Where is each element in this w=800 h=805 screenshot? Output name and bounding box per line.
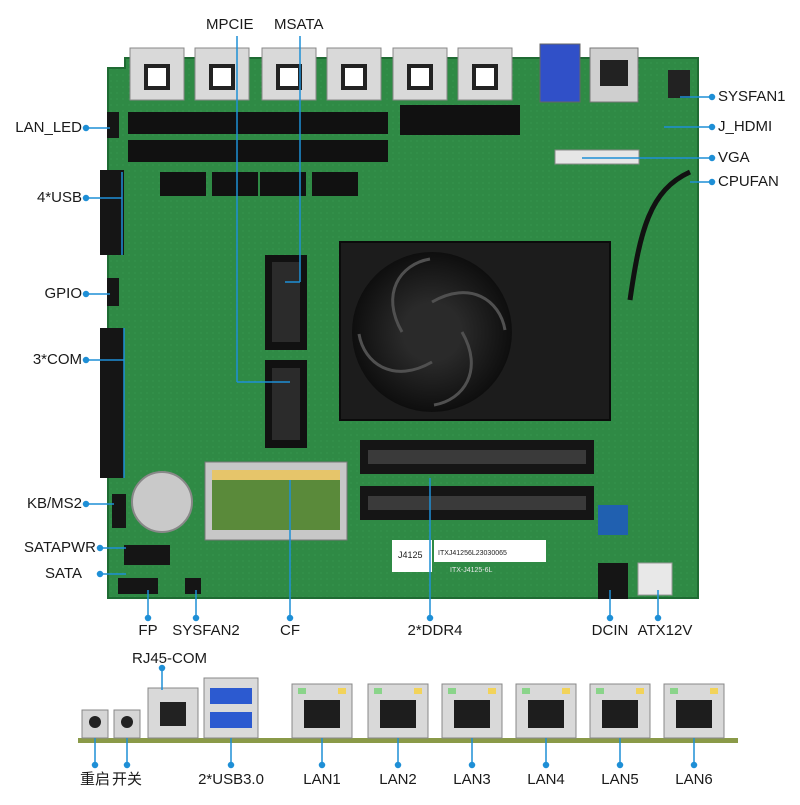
label-lan1: LAN1 — [303, 771, 341, 788]
rear-lan-jack-2 — [367, 683, 429, 739]
sticker-serial-text: ITXJ41256L23030065 — [438, 550, 507, 557]
ddr-slots — [360, 440, 594, 520]
rear-lan-jack-4 — [515, 683, 577, 739]
label-gpio: GPIO — [44, 285, 82, 302]
label-atx12v: ATX12V — [637, 622, 693, 639]
sticker-model-text: J4125 — [398, 550, 423, 560]
label-kbms2: KB/MS2 — [26, 495, 82, 512]
board-model-text: ITX-J4125-6L — [450, 567, 493, 574]
label-lan2: LAN2 — [379, 771, 417, 788]
label-satapwr: SATAPWR — [24, 539, 96, 556]
label-power: 开关 — [111, 771, 142, 788]
label-dcin: DCIN — [591, 622, 629, 639]
cmos-battery — [131, 471, 193, 533]
label-msata: MSATA — [274, 16, 324, 33]
label-rj45-com: RJ45-COM — [132, 650, 208, 667]
rear-lan-jack-1 — [291, 683, 353, 739]
rear-leader-lines — [91, 664, 698, 769]
cpu-heatsink — [339, 241, 611, 421]
label-j-hdmi: J_HDMI — [718, 118, 773, 135]
label-lan3: LAN3 — [453, 771, 491, 788]
label-lan6: LAN6 — [675, 771, 713, 788]
rear-lan-jack-5 — [589, 683, 651, 739]
label-lan4: LAN4 — [527, 771, 565, 788]
rear-io-panel — [78, 677, 738, 743]
label-reset: 重启 — [79, 771, 110, 788]
label-vga: VGA — [718, 149, 750, 166]
magnetics-row — [128, 105, 520, 196]
leader-lines — [82, 36, 716, 622]
label-cpufan: CPUFAN — [718, 173, 779, 190]
label-sata: SATA — [45, 565, 82, 582]
label-cf: CF — [280, 622, 300, 639]
cf-slot — [204, 461, 348, 541]
label-2ddr4: 2*DDR4 — [407, 622, 463, 639]
rear-lan-jack-3 — [441, 683, 503, 739]
model-sticker — [392, 540, 546, 572]
label-3com: 3*COM — [32, 351, 82, 368]
label-2usb30: 2*USB3.0 — [198, 771, 264, 788]
label-mpcie: MPCIE — [206, 16, 254, 33]
power-inputs — [598, 505, 673, 599]
label-sysfan2: SYSFAN2 — [172, 622, 240, 639]
label-4usb: 4*USB — [36, 189, 82, 206]
label-sysfan1: SYSFAN1 — [718, 88, 786, 105]
label-fp: FP — [138, 622, 158, 639]
label-lan5: LAN5 — [601, 771, 639, 788]
rear-lan-jack-6 — [663, 683, 725, 739]
vga-connector — [554, 149, 640, 165]
board-lan-jacks — [129, 43, 690, 103]
label-lan-led: LAN_LED — [15, 119, 82, 136]
